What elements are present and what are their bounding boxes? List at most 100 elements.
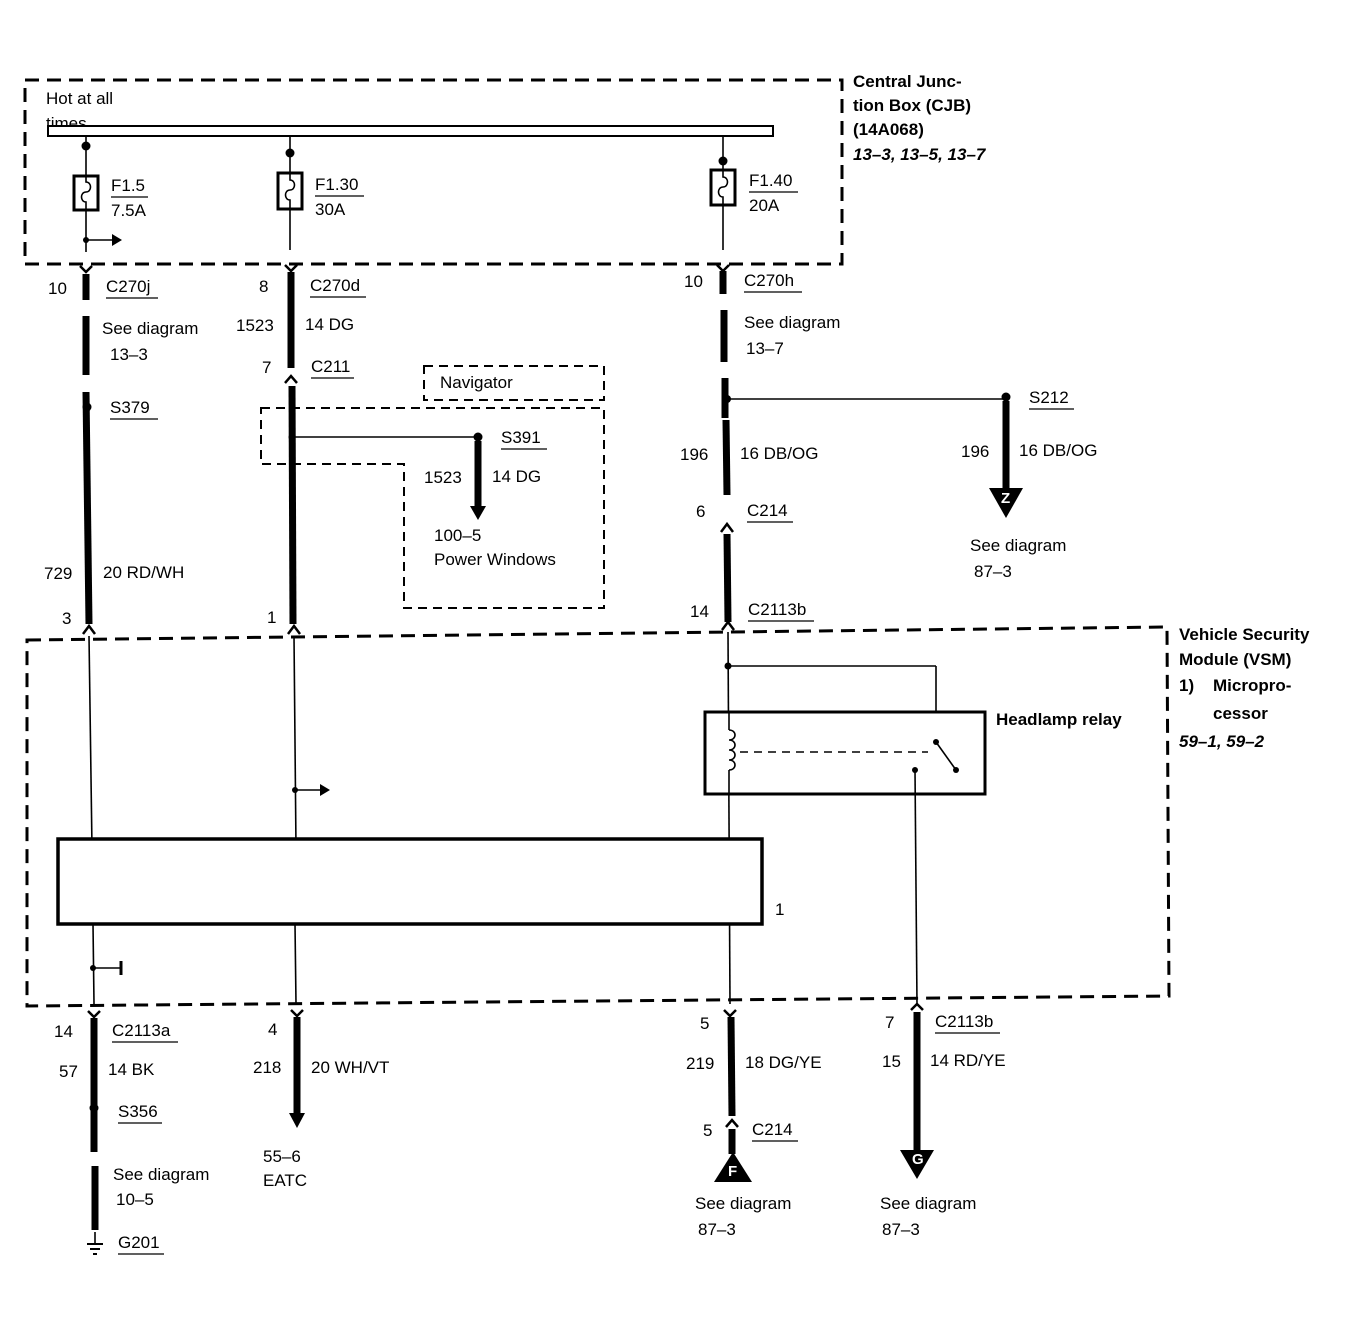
c3-see-diagram: See diagram: [744, 313, 840, 332]
c3-connector-top: C270h: [744, 271, 794, 290]
c2-connector-top: C270d: [310, 276, 360, 295]
fuse-f1-30-id: F1.30: [315, 175, 358, 194]
vsm-refs: 59–1, 59–2: [1179, 732, 1265, 751]
c3-pin-mid: 6: [696, 502, 705, 521]
c3-connector-vsm: C2113b: [748, 600, 806, 619]
c1-circuit: 729: [44, 564, 72, 583]
navigator-label-box: [423, 365, 605, 401]
microprocessor-block: [56, 837, 764, 926]
navigator-boundary: [260, 407, 605, 609]
c3-connector-mid: C214: [747, 501, 788, 520]
vsm-item-2: cessor: [1213, 704, 1268, 723]
output-f-see: See diagram: [695, 1194, 791, 1213]
c3-pin-c214: 5: [703, 1121, 712, 1140]
c2-pin-mid: 7: [262, 358, 271, 377]
circuit-1-wire: [79, 265, 96, 849]
c3-pin-top: 10: [684, 272, 703, 291]
vsm-title-2: Module (VSM): [1179, 650, 1291, 669]
ground-circuit: [87, 1010, 103, 1255]
c1-connector-bottom: C2113a: [112, 1021, 171, 1040]
output-f-ref: 87–3: [698, 1220, 736, 1239]
s391-arrow: [470, 506, 486, 520]
fuse-f1-5-id: F1.5: [111, 176, 145, 195]
vsm-item-num: 1): [1179, 676, 1194, 695]
eatc-circuit: [289, 1009, 305, 1128]
circuit-2-wire: [284, 264, 330, 849]
eatc-ref: 55–6: [263, 1147, 301, 1166]
s391-dot: [473, 432, 483, 442]
c3-pin-vsm: 14: [690, 602, 709, 621]
s212-see-ref: 87–3: [974, 562, 1012, 581]
fuse-f1-40: [709, 136, 737, 250]
cjb-title-3: (14A068): [853, 120, 924, 139]
fuse-f1-40-id: F1.40: [749, 171, 792, 190]
power-windows-label: Power Windows: [434, 550, 556, 569]
vsm-title-1: Vehicle Security: [1179, 625, 1310, 644]
c1-wire-bottom: 14 BK: [108, 1060, 155, 1079]
eatc-label: EATC: [263, 1171, 307, 1190]
output-g-ref: 87–3: [882, 1220, 920, 1239]
navigator-label: Navigator: [440, 373, 513, 392]
c1-pin-top: 10: [48, 279, 67, 298]
c1-pin-vsm: 3: [62, 609, 71, 628]
vsm-lower-wires: [90, 923, 297, 1005]
output-g-circuit: [900, 1002, 934, 1179]
c1-see-bottom: See diagram: [113, 1165, 209, 1184]
c3-wire-bottom: 18 DG/YE: [745, 1053, 822, 1072]
headlamp-relay: [703, 662, 987, 1005]
hot-bus-bar: [47, 125, 774, 137]
fuse-f1-30: [276, 136, 304, 250]
s391-circuit: 1523: [424, 468, 462, 487]
g-connector: C2113b: [935, 1012, 993, 1031]
c2-pin-vsm: 1: [267, 608, 276, 627]
cjb-title-1: Central Junc-: [853, 72, 962, 91]
c3-wire: 16 DB/OG: [740, 444, 818, 463]
power-windows-ref: 100–5: [434, 526, 481, 545]
s212-label: S212: [1029, 388, 1069, 407]
c1-connector-top: C270j: [106, 277, 150, 296]
fuse-f1-30-rating: 30A: [315, 200, 346, 219]
c2-circuit: 1523: [236, 316, 274, 335]
headlamp-relay-label: Headlamp relay: [996, 710, 1122, 729]
c1-circuit-bottom: 57: [59, 1062, 78, 1081]
s212-circuit: 196: [961, 442, 989, 461]
s356-label: S356: [118, 1102, 158, 1121]
c2-wire: 14 DG: [305, 315, 354, 334]
c3-circuit-bottom: 219: [686, 1054, 714, 1073]
tag-z: Z: [1001, 490, 1010, 507]
c1-see-ref: 13–3: [110, 345, 148, 364]
cjb-title-2: tion Box (CJB): [853, 96, 971, 115]
circuit-3-wire: [716, 264, 1023, 1005]
c1-see-bottom-ref: 10–5: [116, 1190, 154, 1209]
tag-f: F: [728, 1163, 737, 1180]
cjb-refs: 13–3, 13–5, 13–7: [853, 145, 987, 164]
g-wire: 14 RD/YE: [930, 1051, 1006, 1070]
cjb-boundary: [23, 78, 844, 266]
microprocessor-label: 1: [775, 900, 784, 919]
c1-splice: S379: [110, 398, 150, 417]
bus-label-1: Hot at all: [46, 89, 113, 108]
c1-pin-bottom: 14: [54, 1022, 73, 1041]
s391-wire-label: 14 DG: [492, 467, 541, 486]
g-pin: 7: [885, 1013, 894, 1032]
c2-wire-bottom: 20 WH/VT: [311, 1058, 389, 1077]
c2-connector-mid: C211: [311, 357, 350, 376]
c1-see-diagram: See diagram: [102, 319, 198, 338]
tag-g: G: [912, 1151, 924, 1168]
c2-circuit-bottom: 218: [253, 1058, 281, 1077]
c3-connector-c214: C214: [752, 1120, 793, 1139]
g-circuit: 15: [882, 1052, 901, 1071]
s212-wire: 16 DB/OG: [1019, 441, 1097, 460]
fuse-f1-5: [72, 136, 122, 252]
c1-wire: 20 RD/WH: [103, 563, 184, 582]
c2-pin-bottom: 4: [268, 1020, 277, 1039]
s212-see-diagram: See diagram: [970, 536, 1066, 555]
c3-circuit: 196: [680, 445, 708, 464]
vsm-item-1: Micropro-: [1213, 676, 1291, 695]
fuse-f1-40-rating: 20A: [749, 196, 780, 215]
c3-see-ref: 13–7: [746, 339, 784, 358]
output-g-see: See diagram: [880, 1194, 976, 1213]
vsm-boundary: [25, 625, 1171, 1008]
